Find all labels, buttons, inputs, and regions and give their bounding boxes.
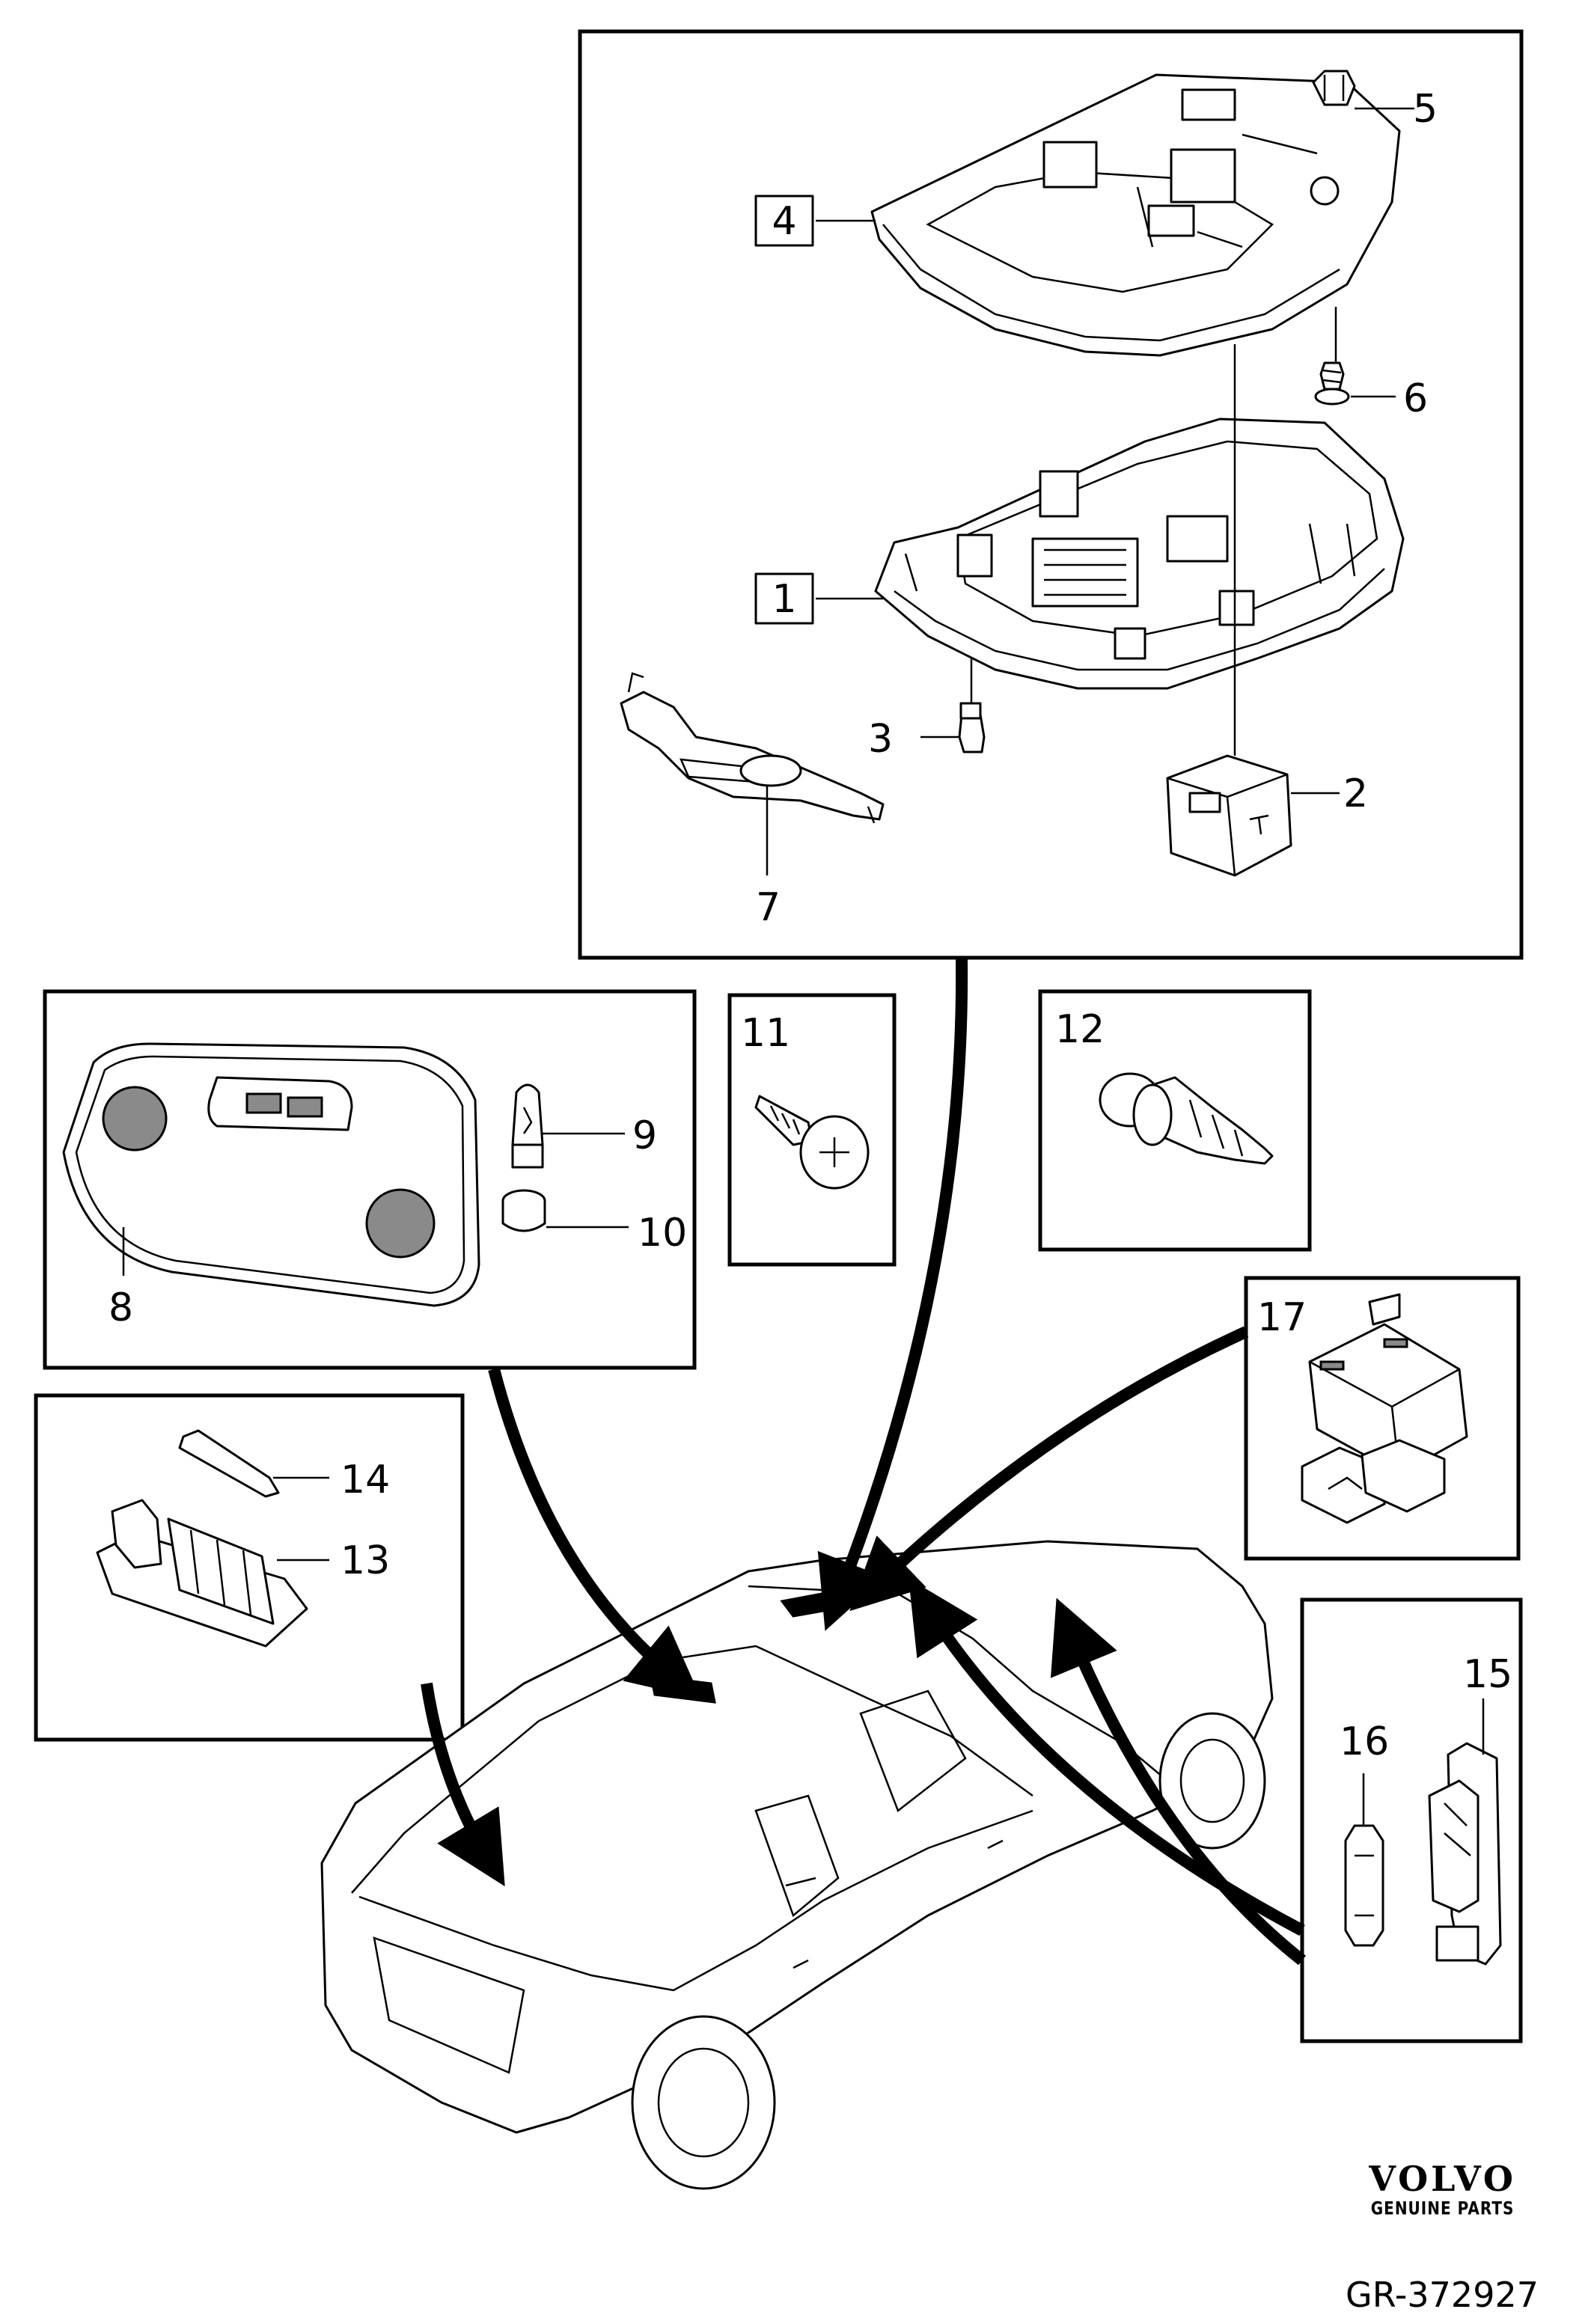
part-8-rear-lamp-panel bbox=[62, 1042, 480, 1307]
callout-7: 7 bbox=[756, 885, 781, 930]
callout-9: 9 bbox=[632, 1113, 657, 1158]
arrow-trunk-lamp bbox=[421, 1682, 505, 1887]
callout-13: 13 bbox=[341, 1538, 390, 1583]
genuine-parts-tagline: GENUINE PARTS bbox=[1370, 2197, 1515, 2219]
callout-2: 2 bbox=[1343, 771, 1368, 816]
part-2-switch bbox=[1166, 754, 1292, 877]
callout-6: 6 bbox=[1403, 376, 1428, 421]
callout-1: 1 bbox=[772, 577, 796, 622]
callout-4-box bbox=[754, 195, 814, 247]
screw-box bbox=[727, 993, 897, 1267]
volvo-logo: VOLVO bbox=[1369, 2159, 1516, 2199]
drawing-number: GR-372927 bbox=[1346, 2275, 1539, 2315]
rear-lamp-box bbox=[43, 989, 697, 1370]
part-9-bulb bbox=[511, 1083, 544, 1169]
part-1-console-base bbox=[874, 418, 1405, 690]
callout-12: 12 bbox=[1055, 1007, 1105, 1052]
car-outline bbox=[320, 1540, 1274, 2190]
callout-16: 16 bbox=[1340, 1719, 1389, 1764]
callout-5: 5 bbox=[1413, 87, 1438, 132]
arrow-switch bbox=[849, 1326, 1249, 1612]
callout-4: 4 bbox=[772, 199, 796, 244]
part-6-screw bbox=[1314, 361, 1350, 406]
part-16-bulb bbox=[1344, 1824, 1384, 1947]
callout-17: 17 bbox=[1257, 1295, 1307, 1340]
callout-10: 10 bbox=[638, 1211, 687, 1256]
brand-footer: VOLVO GENUINE PARTS bbox=[1369, 2159, 1516, 2219]
callout-8: 8 bbox=[109, 1285, 133, 1330]
console-detail-box bbox=[578, 29, 1524, 960]
part-3-bulb bbox=[958, 702, 986, 753]
part-11-screw bbox=[754, 1095, 870, 1190]
callout-3: 3 bbox=[868, 717, 893, 762]
callout-15: 15 bbox=[1463, 1652, 1512, 1697]
callout-14: 14 bbox=[341, 1458, 390, 1502]
arrow-console bbox=[817, 957, 968, 1631]
callout-1-box bbox=[754, 572, 814, 625]
arrow-rear-lamp bbox=[488, 1367, 702, 1699]
part-7-bracket bbox=[620, 672, 885, 824]
arrow-door-lamp-rear bbox=[1051, 1597, 1306, 1966]
trunk-lamp-box bbox=[34, 1393, 465, 1742]
switch-box bbox=[1244, 1276, 1521, 1561]
part-12-clip bbox=[1099, 1072, 1274, 1165]
door-lamp-box bbox=[1300, 1597, 1523, 2043]
part-15-door-lamp-holder bbox=[1428, 1742, 1502, 1966]
part-5-clip bbox=[1312, 70, 1356, 106]
callout-11: 11 bbox=[741, 1011, 790, 1056]
part-17-switch bbox=[1301, 1293, 1468, 1524]
part-10-socket bbox=[501, 1189, 546, 1232]
clip-box bbox=[1038, 989, 1312, 1252]
part-4-console-cover bbox=[870, 73, 1401, 357]
part-14-bulb bbox=[178, 1429, 280, 1498]
part-13-trunk-lamp-housing bbox=[96, 1499, 308, 1648]
